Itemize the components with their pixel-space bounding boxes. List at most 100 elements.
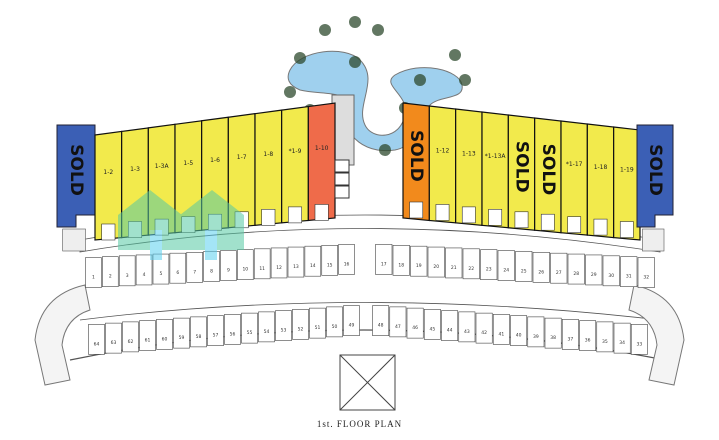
parking-space-39[interactable]: 39 <box>527 316 545 348</box>
parking-space-30[interactable]: 30 <box>602 255 620 287</box>
unit-right-end-sold[interactable]: SOLD <box>636 124 674 228</box>
unit-entry <box>435 204 450 221</box>
parking-number: 57 <box>213 333 219 339</box>
parking-space-4[interactable]: 4 <box>135 254 153 286</box>
parking-space-12[interactable]: 12 <box>270 247 288 279</box>
parking-space-40[interactable]: 40 <box>510 315 528 346</box>
parking-space-43[interactable]: 43 <box>458 311 476 343</box>
parking-space-52[interactable]: 52 <box>292 309 309 340</box>
parking-space-55[interactable]: 55 <box>241 312 258 344</box>
unit-label: 1-19 <box>620 167 634 174</box>
parking-space-7[interactable]: 7 <box>186 252 203 283</box>
unit-1-2[interactable]: 1-2 <box>94 130 123 241</box>
unit-label: 1-3 <box>130 166 140 173</box>
parking-space-22[interactable]: 22 <box>462 248 480 280</box>
unit-label: 1-12 <box>436 148 450 155</box>
parking-space-26[interactable]: 26 <box>532 252 550 283</box>
unit-SOLD[interactable]: SOLD <box>534 117 562 234</box>
parking-space-63[interactable]: 63 <box>105 322 122 354</box>
unit-1-10[interactable]: 1-10 <box>307 102 336 222</box>
parking-space-61[interactable]: 61 <box>139 320 156 351</box>
parking-space-18[interactable]: 18 <box>392 245 410 276</box>
parking-space-38[interactable]: 38 <box>544 317 562 349</box>
parking-space-21[interactable]: 21 <box>445 247 463 279</box>
parking-space-33[interactable]: 33 <box>630 324 648 355</box>
parking-space-9[interactable]: 9 <box>220 250 237 281</box>
unit-entry <box>261 209 276 226</box>
parking-space-45[interactable]: 45 <box>423 309 441 340</box>
elevator-shaft <box>334 172 350 186</box>
parking-number: 55 <box>247 330 253 336</box>
parking-number: 43 <box>464 329 470 335</box>
parking-space-50[interactable]: 50 <box>326 306 343 338</box>
unit-SOLD[interactable]: SOLD <box>402 102 430 222</box>
elevator-shaft <box>334 185 350 199</box>
parking-space-58[interactable]: 58 <box>190 316 207 348</box>
parking-space-56[interactable]: 56 <box>224 314 241 345</box>
parking-space-25[interactable]: 25 <box>515 251 533 282</box>
parking-space-51[interactable]: 51 <box>309 307 326 339</box>
parking-space-42[interactable]: 42 <box>475 312 493 344</box>
unit-1-17[interactable]: *1-17 <box>560 120 588 236</box>
palm-tree-icon <box>319 24 331 36</box>
parking-space-48[interactable]: 48 <box>372 305 390 336</box>
parking-space-20[interactable]: 20 <box>427 246 445 278</box>
parking-space-64[interactable]: 64 <box>88 324 105 355</box>
parking-space-11[interactable]: 11 <box>253 248 271 280</box>
parking-space-17[interactable]: 17 <box>375 244 393 275</box>
parking-space-36[interactable]: 36 <box>579 320 597 351</box>
parking-space-37[interactable]: 37 <box>561 319 579 350</box>
parking-number: 35 <box>602 339 608 345</box>
parking-space-23[interactable]: 23 <box>480 249 498 280</box>
stair-core <box>62 228 86 252</box>
parking-space-14[interactable]: 14 <box>304 245 322 277</box>
unit-1-13[interactable]: 1-13 <box>455 108 483 226</box>
parking-space-3[interactable]: 3 <box>118 255 136 287</box>
parking-space-53[interactable]: 53 <box>275 310 292 341</box>
parking-number: 36 <box>585 338 591 344</box>
parking-space-24[interactable]: 24 <box>497 250 515 281</box>
unit-1-19[interactable]: 1-19 <box>613 126 641 241</box>
sold-label: SOLD <box>538 144 558 196</box>
parking-space-59[interactable]: 59 <box>173 317 190 349</box>
parking-space-31[interactable]: 31 <box>620 256 638 287</box>
unit-1-18[interactable]: 1-18 <box>586 123 615 239</box>
unit-left-end-sold[interactable]: SOLD <box>56 124 96 228</box>
parking-space-41[interactable]: 41 <box>492 314 510 345</box>
parking-space-15[interactable]: 15 <box>321 245 338 276</box>
parking-space-35[interactable]: 35 <box>596 321 614 353</box>
parking-space-10[interactable]: 10 <box>237 249 254 280</box>
palm-tree-icon <box>449 49 461 61</box>
unit-1-12[interactable]: 1-12 <box>428 105 457 224</box>
sold-label: SOLD <box>406 130 426 182</box>
parking-space-60[interactable]: 60 <box>156 319 173 350</box>
parking-number: 31 <box>626 274 632 280</box>
unit-1-8[interactable]: 1-8 <box>254 109 283 226</box>
parking-space-16[interactable]: 16 <box>338 244 355 275</box>
parking-space-44[interactable]: 44 <box>441 310 459 341</box>
parking-space-28[interactable]: 28 <box>567 253 585 285</box>
parking-number: 51 <box>315 325 321 331</box>
parking-space-34[interactable]: 34 <box>613 322 631 354</box>
unit-SOLD[interactable]: SOLD <box>507 114 536 231</box>
parking-space-13[interactable]: 13 <box>287 246 305 278</box>
parking-number: 50 <box>332 324 338 330</box>
unit-1-9[interactable]: *1-9 <box>281 105 309 224</box>
parking-space-46[interactable]: 46 <box>406 307 424 339</box>
parking-number: 53 <box>281 328 287 334</box>
parking-space-29[interactable]: 29 <box>585 254 603 286</box>
parking-space-49[interactable]: 49 <box>343 305 360 336</box>
parking-space-6[interactable]: 6 <box>169 252 187 284</box>
parking-space-32[interactable]: 32 <box>637 257 655 288</box>
parking-space-2[interactable]: 2 <box>102 256 119 287</box>
parking-space-62[interactable]: 62 <box>122 321 139 353</box>
parking-space-27[interactable]: 27 <box>550 252 568 284</box>
parking-space-19[interactable]: 19 <box>410 245 428 277</box>
parking-space-54[interactable]: 54 <box>258 311 275 343</box>
parking-space-1[interactable]: 1 <box>85 257 102 288</box>
palm-tree-icon <box>379 144 391 156</box>
parking-number: 12 <box>276 265 282 271</box>
unit-1-13A[interactable]: *1-13A <box>481 111 509 229</box>
parking-space-57[interactable]: 57 <box>207 315 224 346</box>
parking-space-47[interactable]: 47 <box>389 306 407 338</box>
